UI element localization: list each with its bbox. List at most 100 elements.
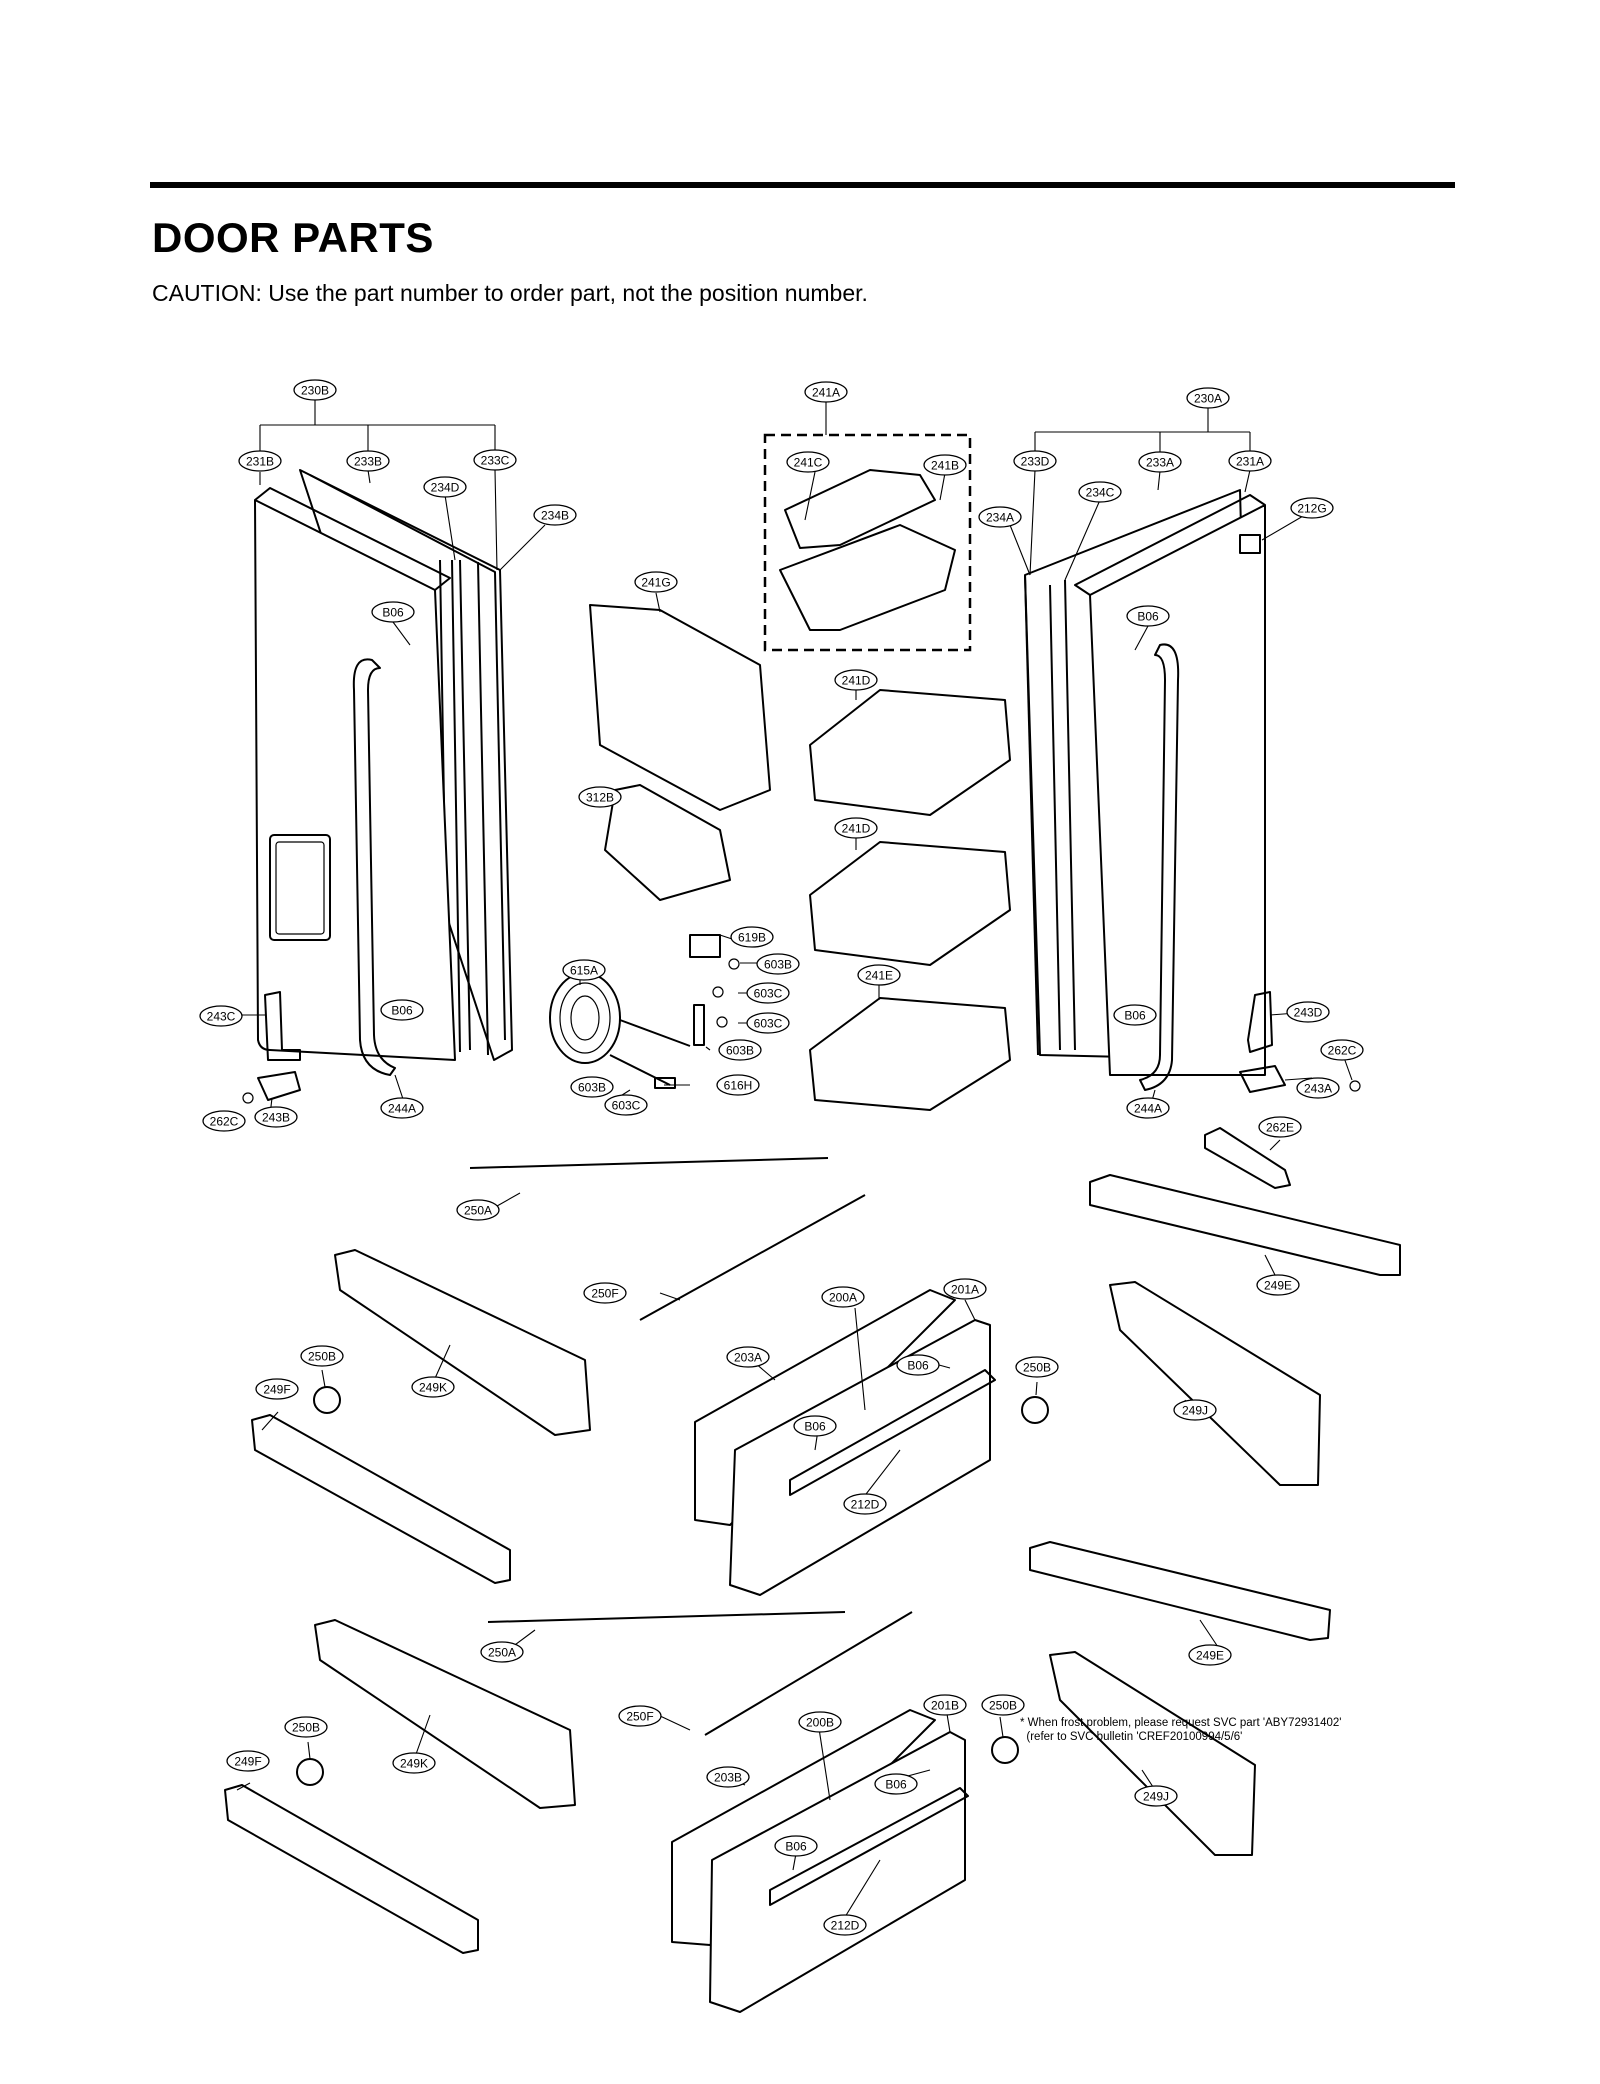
callout-text: 201A	[951, 1283, 979, 1297]
callout-234b: 234B	[533, 504, 577, 526]
hinge-243A	[1239, 1065, 1286, 1093]
bin-241D-upper	[809, 689, 1011, 816]
washer-262C-right	[1349, 1080, 1361, 1092]
callout-bubble	[578, 786, 622, 808]
callout-bubble	[284, 1716, 328, 1738]
callout-bubble	[1258, 1116, 1302, 1138]
footnote-line-1: * When frost problem, please request SVC…	[1020, 1717, 1342, 1729]
rail-249J-upper	[1109, 1281, 1321, 1486]
callout-603c: 603C	[746, 1012, 790, 1034]
hinge-243B	[257, 1071, 301, 1101]
bin-241E	[809, 997, 1011, 1111]
callout-text: 233C	[481, 454, 510, 468]
callout-text: 234C	[1086, 486, 1115, 500]
bin-241D-lower	[809, 841, 1011, 966]
door-handle-left	[352, 658, 396, 1076]
callout-250a: 250A	[456, 1199, 500, 1221]
slide-249F-upper	[251, 1414, 511, 1584]
bin-241G	[589, 604, 771, 811]
callout-bubble	[756, 953, 800, 975]
callout-201b: 201B	[923, 1694, 967, 1716]
callout-bubble	[1296, 1077, 1340, 1099]
callout-241e: 241E	[857, 964, 901, 986]
callout-200b: 200B	[798, 1711, 842, 1733]
callout-250b: 250B	[300, 1345, 344, 1367]
callout-text: 201B	[931, 1699, 959, 1713]
callout-262c: 262C	[1320, 1039, 1364, 1061]
callout-text: 241G	[641, 576, 670, 590]
right-door-assembly	[1024, 489, 1361, 1189]
label-212G	[1239, 534, 1261, 554]
callout-text: 262C	[1328, 1044, 1357, 1058]
dispenser-window	[269, 834, 331, 941]
wrench-262E	[1204, 1127, 1291, 1189]
callout-text: 241D	[842, 674, 871, 688]
callout-text: 244A	[388, 1102, 416, 1116]
callout-text: 603B	[726, 1044, 754, 1058]
callout-text: 234B	[541, 509, 569, 523]
bracket-312B	[604, 784, 731, 901]
callout-249f: 249F	[255, 1378, 299, 1400]
callout-b06: B06	[1126, 605, 1170, 627]
callout-text: 241A	[812, 386, 840, 400]
callout-text: 230A	[1194, 392, 1222, 406]
callout-b06: B06	[896, 1354, 940, 1376]
callout-615a: 615A	[562, 959, 606, 981]
callout-text: 241B	[931, 459, 959, 473]
callout-text: 249J	[1182, 1404, 1208, 1418]
callout-bubble	[254, 1106, 298, 1128]
fitting-616H	[654, 1077, 676, 1089]
callout-200a: 200A	[821, 1286, 865, 1308]
callout-text: 250B	[292, 1721, 320, 1735]
gear-250B-right-lower	[991, 1736, 1019, 1764]
callout-241d: 241D	[834, 817, 878, 839]
callout-616h: 616H	[716, 1074, 760, 1096]
callout-text: 249F	[234, 1755, 261, 1769]
rail-249E-upper	[1089, 1174, 1401, 1276]
callout-bubble	[730, 926, 774, 948]
page-title: DOOR PARTS	[152, 214, 434, 261]
gear-250B-left-lower	[296, 1758, 324, 1786]
callout-bubble	[238, 450, 282, 472]
callout-text: 212G	[1297, 502, 1326, 516]
callout-bubble	[380, 999, 424, 1021]
callout-603b: 603B	[718, 1039, 762, 1061]
callout-text: 200B	[806, 1716, 834, 1730]
callout-bubble	[1113, 1004, 1157, 1026]
callout-203a: 203A	[726, 1346, 770, 1368]
callout-b06: B06	[874, 1773, 918, 1795]
rail-249E-lower	[1029, 1541, 1331, 1641]
callout-234d: 234D	[423, 476, 467, 498]
callout-bubble	[923, 454, 967, 476]
callout-text: 250F	[591, 1287, 618, 1301]
callout-bubble	[255, 1378, 299, 1400]
callout-text: 200A	[829, 1291, 857, 1305]
callout-text: 241D	[842, 822, 871, 836]
callout-bubble	[1013, 450, 1057, 472]
callout-bubble	[473, 449, 517, 471]
door-panel-right	[1089, 504, 1266, 1076]
callout-212d: 212D	[843, 1493, 887, 1515]
callout-text: 230B	[301, 384, 329, 398]
callout-text: 233D	[1021, 455, 1050, 469]
callout-bubble	[774, 1835, 818, 1857]
callout-bubble	[943, 1278, 987, 1300]
door-handle-right	[1139, 643, 1180, 1091]
drawer-lower	[224, 1541, 1331, 2013]
callout-text: 244A	[1134, 1102, 1162, 1116]
callout-b06: B06	[774, 1835, 818, 1857]
callout-233a: 233A	[1138, 451, 1182, 473]
drawer-upper	[251, 1157, 1401, 1596]
callout-text: 262C	[210, 1115, 239, 1129]
callout-bubble	[634, 571, 678, 593]
callout-250b: 250B	[981, 1694, 1025, 1716]
handle-212D-upper	[789, 1369, 996, 1496]
gear-250B-left-upper	[313, 1386, 341, 1414]
callout-text: 249E	[1264, 1279, 1292, 1293]
callout-201a: 201A	[943, 1278, 987, 1300]
left-door-assembly	[242, 469, 513, 1104]
rail-249J-lower	[1049, 1651, 1256, 1856]
callout-bubble	[746, 1012, 790, 1034]
callout-bubble	[1126, 1097, 1170, 1119]
callout-212d: 212D	[823, 1914, 867, 1936]
